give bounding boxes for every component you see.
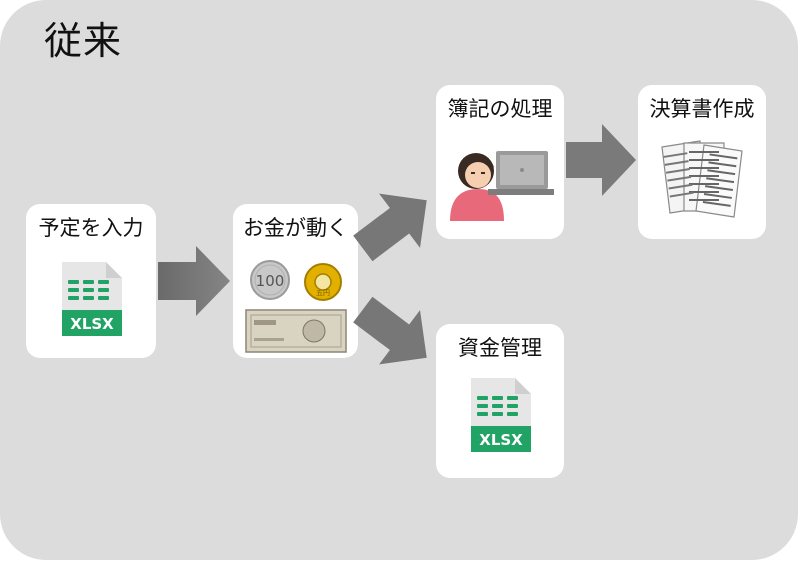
- step-card-funds: 資金管理 XLSX: [436, 324, 564, 478]
- step-card-input: 予定を入力 XLSX: [26, 204, 156, 358]
- step-label-bookkeeping: 簿記の処理: [447, 97, 553, 121]
- xlsx-file-icon: XLSX: [471, 378, 531, 452]
- step-label-money: お金が動く: [243, 216, 348, 240]
- step-label-statements: 決算書作成: [649, 97, 755, 121]
- step-card-statements: 決算書作成: [638, 85, 766, 239]
- coin-yen-text: 五円: [316, 289, 330, 297]
- step-card-bookkeeping: 簿記の処理: [436, 85, 564, 239]
- coins-and-banknote-icon: 100 五円: [245, 260, 347, 353]
- step-label-input: 予定を入力: [38, 216, 144, 240]
- step-card-money: お金が動く 100 五円: [233, 204, 358, 358]
- xlsx-badge-text: XLSX: [479, 431, 523, 449]
- person-at-laptop-icon: [450, 151, 554, 221]
- step-label-funds: 資金管理: [458, 336, 542, 360]
- coin-100-text: 100: [256, 272, 285, 290]
- xlsx-file-icon: XLSX: [62, 262, 122, 336]
- xlsx-badge-text: XLSX: [70, 315, 114, 333]
- page-title: 従来: [44, 19, 123, 63]
- documents-stack-icon: [661, 140, 743, 218]
